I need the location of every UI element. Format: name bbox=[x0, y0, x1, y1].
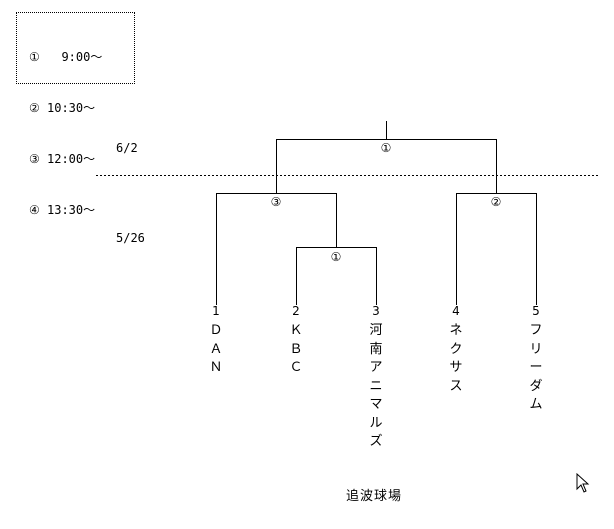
match-mark: ③ bbox=[29, 152, 40, 166]
team-name: 河南アニマルズ bbox=[369, 323, 383, 449]
schedule-box: ① 9:00～ ② 10:30～ ③ 12:00～ ④ 13:30～ bbox=[16, 12, 135, 217]
schedule-row: ② 10:30～ bbox=[29, 100, 134, 117]
match-time: 12:00～ bbox=[47, 152, 96, 166]
match-mark-first-round: ① bbox=[329, 250, 343, 264]
match-mark-semi-left: ③ bbox=[269, 195, 283, 209]
match-mark-semi-right: ② bbox=[489, 195, 503, 209]
match-mark: ④ bbox=[29, 203, 40, 217]
team-seed: 4 bbox=[452, 304, 460, 318]
match-mark-final: ① bbox=[379, 141, 393, 155]
team-name: ＤＡＮ bbox=[209, 323, 223, 375]
team-name: ネクサス bbox=[449, 323, 463, 394]
team-name: ＫＢＣ bbox=[289, 323, 303, 375]
schedule-row: ① 9:00～ bbox=[29, 49, 134, 66]
final-bracket-line bbox=[276, 121, 497, 193]
mouse-pointer-icon bbox=[576, 473, 590, 493]
match-time: 9:00～ bbox=[47, 50, 103, 64]
match-mark: ① bbox=[29, 50, 40, 64]
semi-right-bracket-line bbox=[456, 193, 537, 305]
team-seed: 2 bbox=[292, 304, 300, 318]
team-seed: 3 bbox=[372, 304, 380, 318]
match-time: 10:30～ bbox=[47, 101, 96, 115]
date-final: 6/2 bbox=[116, 141, 138, 155]
semi-left-bracket-line bbox=[216, 193, 337, 305]
team-seed: 5 bbox=[532, 304, 540, 318]
date-first-round: 5/26 bbox=[116, 231, 145, 245]
team-name: フリーダム bbox=[529, 323, 543, 412]
schedule-row: ③ 12:00～ bbox=[29, 151, 134, 168]
match-mark: ② bbox=[29, 101, 40, 115]
schedule-row: ④ 13:30～ bbox=[29, 202, 134, 219]
first-round-bracket-line bbox=[296, 247, 377, 305]
team-seed: 1 bbox=[212, 304, 220, 318]
match-time: 13:30～ bbox=[47, 203, 96, 217]
venue-label: 追波球場 bbox=[346, 489, 403, 504]
